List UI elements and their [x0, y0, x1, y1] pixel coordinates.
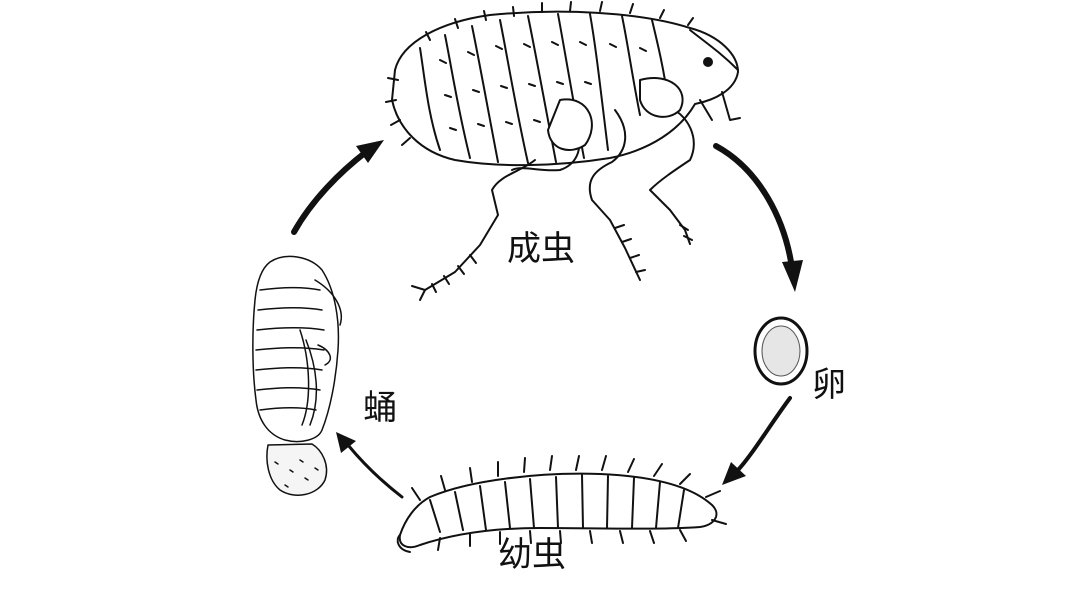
arrow-pupa-to-adult-head [356, 140, 384, 163]
arrow-pupa-to-adult [291, 149, 369, 235]
egg-label: 卵 [812, 365, 846, 405]
larva-label: 幼虫 [498, 535, 566, 575]
arrow-larva-to-pupa [346, 443, 404, 499]
egg-illustration [753, 316, 809, 386]
arrow-larva-to-pupa-head [336, 432, 356, 453]
pupa-illustration [252, 255, 342, 496]
adult-label: 成虫 [507, 229, 575, 269]
arrow-egg-to-larva-head [722, 462, 746, 485]
arrow-adult-to-egg [713, 143, 795, 271]
adult-flea-illustration [385, 1, 741, 301]
larva-illustration [396, 455, 727, 553]
pupa-label: 蛹 [363, 388, 397, 428]
arrow-egg-to-larva [736, 396, 792, 472]
arrow-adult-to-egg-head [782, 260, 803, 292]
